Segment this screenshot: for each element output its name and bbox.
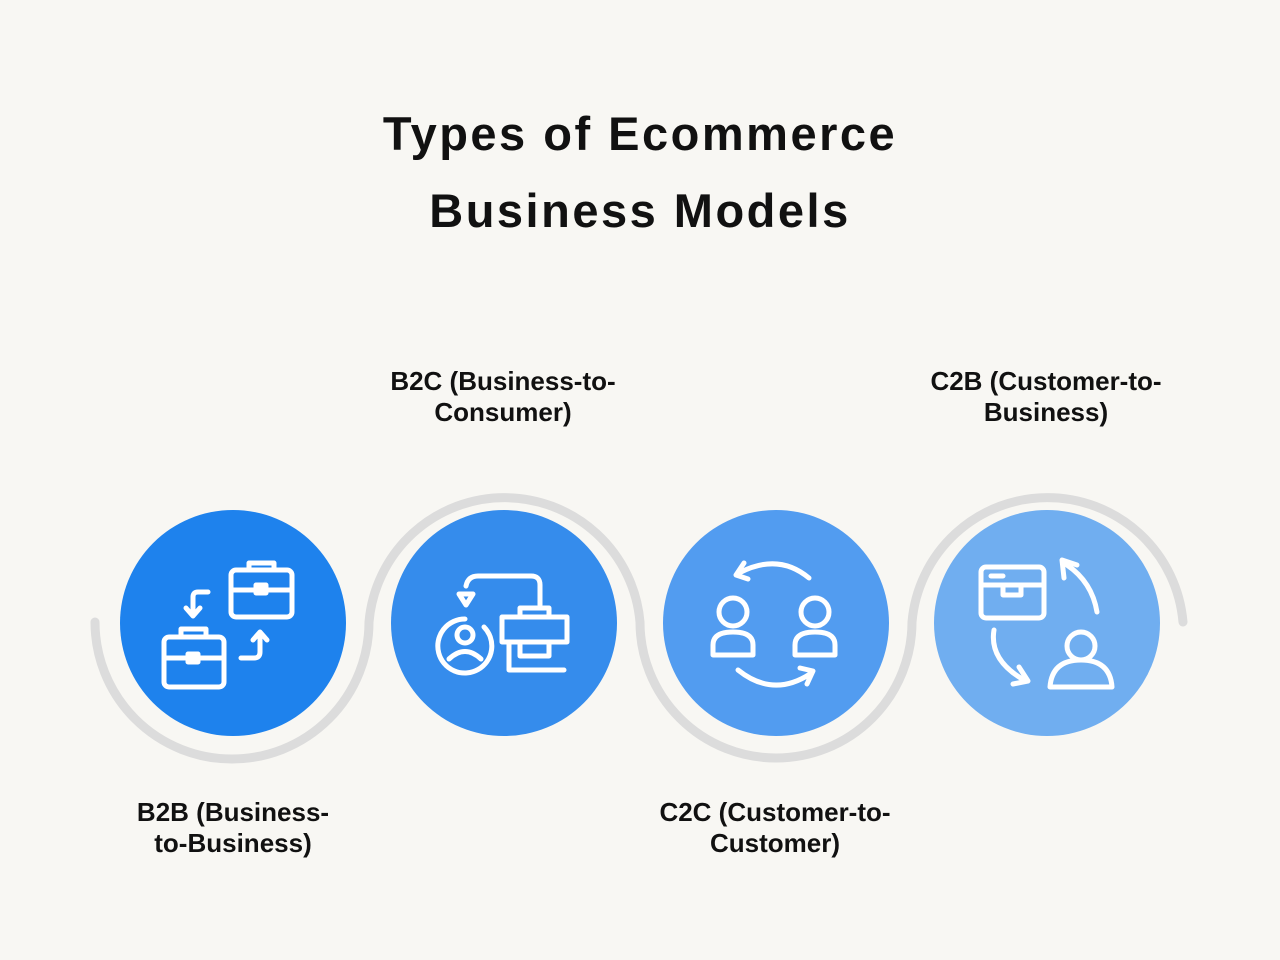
title-line-2: Business Models bbox=[429, 184, 851, 237]
c2b-label-line-2: Business) bbox=[983, 397, 1109, 427]
b2b-label: B2B (Business- to-Business) bbox=[73, 797, 393, 859]
c2c-label-line-2: Customer) bbox=[709, 828, 840, 858]
c2b-circle bbox=[934, 510, 1160, 736]
c2c-label-line-1: C2C (Customer-to- bbox=[659, 797, 891, 827]
c2c-label: C2C (Customer-to- Customer) bbox=[615, 797, 935, 859]
b2b-circle bbox=[120, 510, 346, 736]
briefcase-exchange-icon bbox=[161, 560, 295, 690]
c2b-label-line-1: C2B (Customer-to- bbox=[930, 366, 1162, 396]
c2b-label: C2B (Customer-to- Business) bbox=[886, 366, 1206, 428]
connector-path bbox=[90, 493, 1188, 764]
person-to-business-icon bbox=[978, 557, 1115, 690]
people-exchange-icon bbox=[710, 560, 838, 688]
b2c-label-line-1: B2C (Business-to- bbox=[390, 366, 616, 396]
c2c-circle bbox=[663, 510, 889, 736]
b2c-label: B2C (Business-to- Consumer) bbox=[343, 366, 663, 428]
business-to-person-icon bbox=[435, 573, 570, 676]
b2b-label-line-2: to-Business) bbox=[154, 828, 312, 858]
b2c-label-line-2: Consumer) bbox=[434, 397, 572, 427]
b2b-label-line-1: B2B (Business- bbox=[136, 797, 330, 827]
page-title: Types of Ecommerce Business Models bbox=[0, 95, 1280, 249]
title-line-1: Types of Ecommerce bbox=[382, 107, 898, 160]
